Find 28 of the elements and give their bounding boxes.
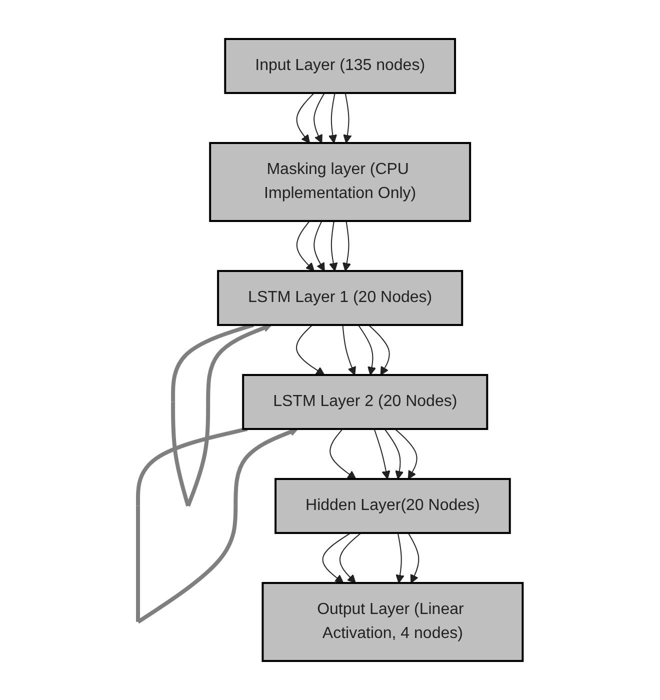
arrow [136,427,298,624]
arrow [368,324,390,376]
arrow [394,428,417,480]
arrow [296,92,314,144]
arrow [339,532,362,584]
arrow [342,220,351,272]
arrow [328,220,338,272]
node-box: LSTM Layer 2 (20 Nodes) [242,374,488,430]
arrow [395,532,404,584]
arrow [329,428,356,480]
arrow [313,92,325,144]
arrow [384,428,404,480]
node-box: Output Layer (Linear Activation, 4 nodes) [261,582,524,662]
arrow [373,428,390,480]
arrow [342,92,352,144]
arrow [342,324,356,376]
arrow [322,532,351,584]
arrow [407,532,419,584]
node-box: Input Layer (135 nodes) [224,38,456,94]
arrow [357,324,376,376]
node-box: Hidden Layer(20 Nodes) [274,478,510,534]
arrow [328,92,337,144]
arrow [296,324,324,376]
node-box: LSTM Layer 1 (20 Nodes) [216,270,463,326]
arrow [170,323,272,507]
node-box: Masking layer (CPU Implementation Only) [208,142,471,222]
arrow [296,220,314,272]
arrow [313,220,325,272]
